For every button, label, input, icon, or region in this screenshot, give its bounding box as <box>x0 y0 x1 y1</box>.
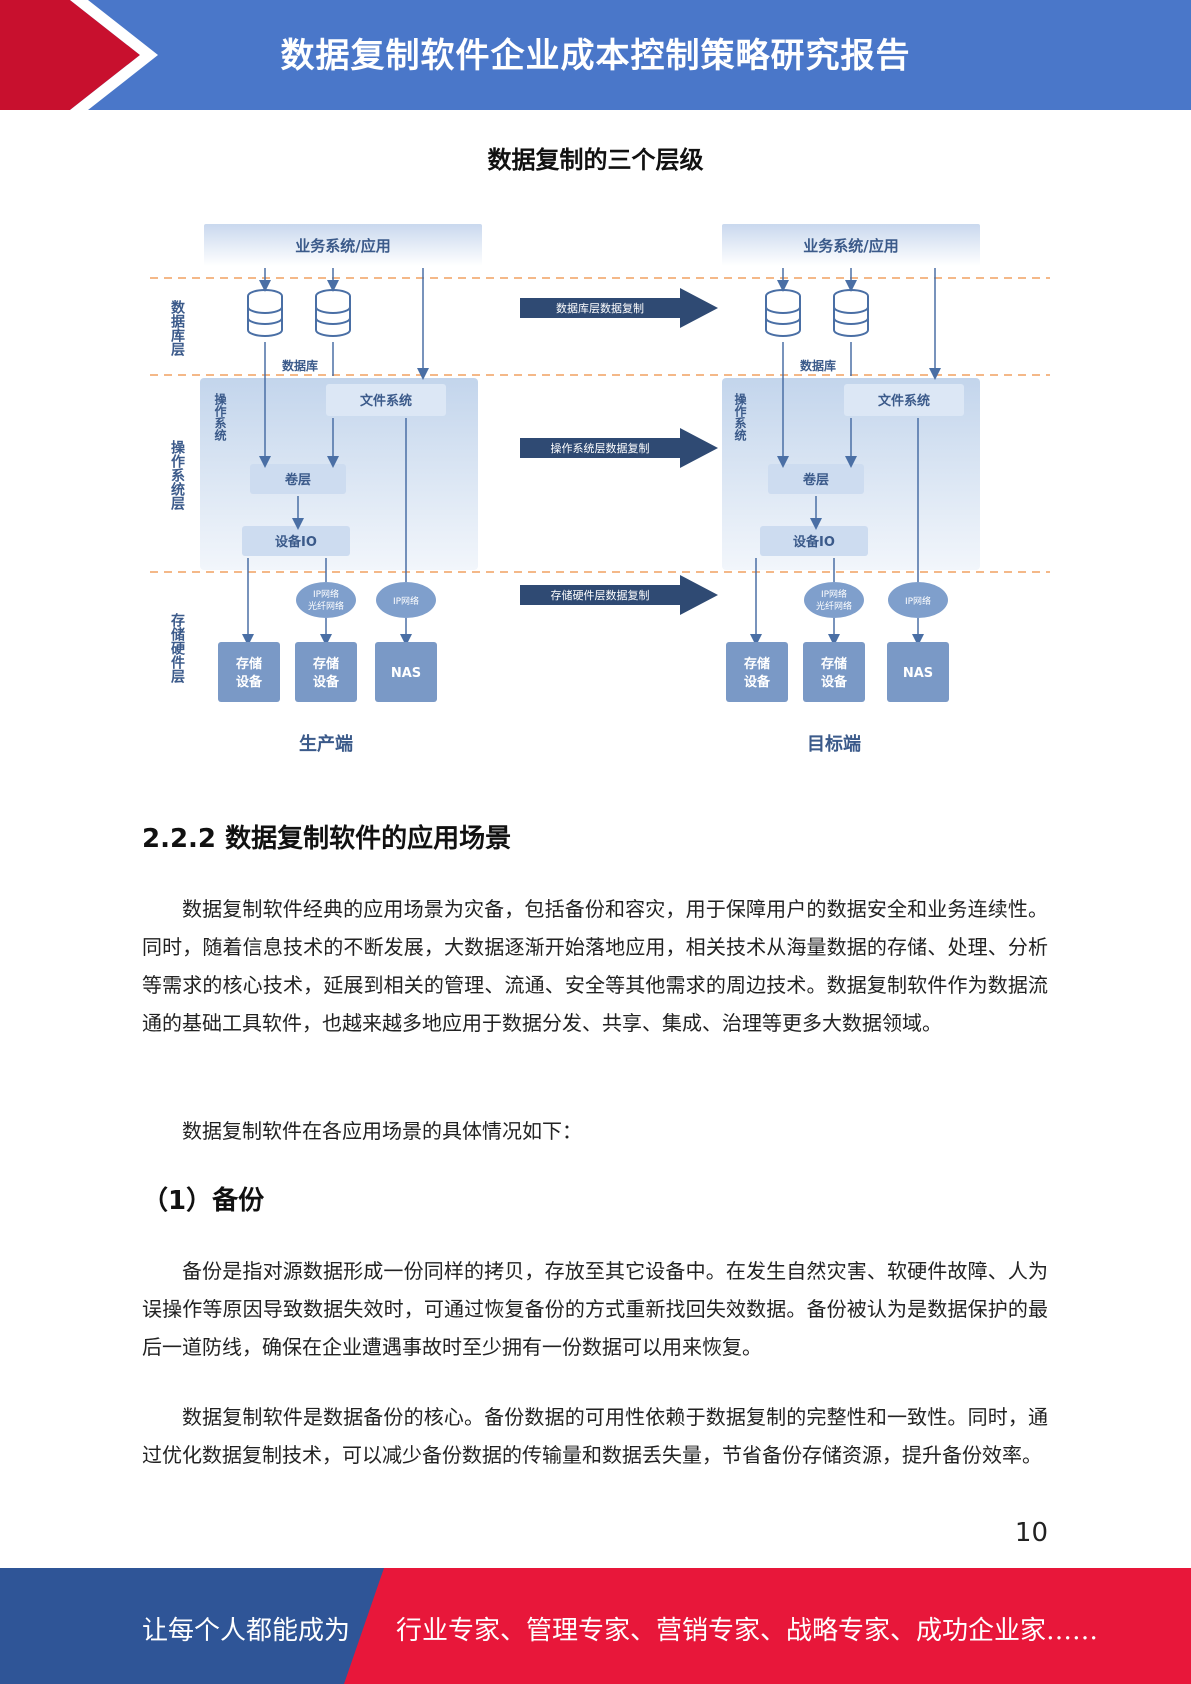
storage-label-line2: 设备 <box>313 674 340 690</box>
page-footer: 让每个人都能成为 行业专家、管理专家、营销专家、战略专家、成功企业家…… <box>0 1568 1191 1684</box>
nas-label-left: NAS <box>391 666 421 681</box>
footer-slogan-left: 让每个人都能成为 <box>142 1616 351 1646</box>
nas-box <box>887 642 949 702</box>
storage-label-line1: 存储 <box>313 656 339 672</box>
os-label-left: 操作系统 <box>213 392 227 442</box>
network-cloud-icon: IP网络 <box>376 582 436 618</box>
replication-layers-diagram: 数据库层 操作系统层 存储硬件层 业务系统/应用 操作系统 数据库 文件系统 卷… <box>150 224 1050 755</box>
replication-arrow: 操作系统层数据复制 <box>520 428 718 468</box>
layer-label-db: 数据库层 <box>169 299 185 357</box>
storage-device-box <box>803 642 865 702</box>
section-heading: 2.2.2 数据复制软件的应用场景 <box>142 824 512 854</box>
fs-label-right: 文件系统 <box>878 393 930 409</box>
fs-label-left: 文件系统 <box>360 393 412 409</box>
target-side: 业务系统/应用 操作系统 数据库 文件系统 卷层 设备IO IP <box>722 224 980 755</box>
producer-side: 业务系统/应用 操作系统 数据库 文件系统 卷层 设备IO <box>200 224 482 755</box>
storage-label-line2: 设备 <box>821 674 848 690</box>
cloud-ip-label-right: IP网络 <box>821 588 847 600</box>
paragraph-2: 数据复制软件在各应用场景的具体情况如下： <box>182 1119 582 1143</box>
storage-label-line2: 设备 <box>236 674 263 690</box>
device-io-label-right: 设备IO <box>793 534 835 550</box>
storage-label-line1: 存储 <box>821 656 847 672</box>
device-io-label-left: 设备IO <box>275 534 317 550</box>
nas-box <box>375 642 437 702</box>
layer-label-os: 操作系统层 <box>169 439 185 511</box>
storage-label-line1: 存储 <box>236 656 262 672</box>
os-label-right: 操作系统 <box>733 392 747 442</box>
database-icon <box>765 289 869 337</box>
replication-arrow: 存储硬件层数据复制 <box>520 575 718 615</box>
layer-label-hw: 存储硬件层 <box>169 612 186 684</box>
db-label-left: 数据库 <box>282 358 318 373</box>
storage-device-box <box>218 642 280 702</box>
paragraph-4: 数据复制软件是数据备份的核心。备份数据的可用性依赖于数据复制的完整性和一致性。同… <box>142 1405 1048 1467</box>
db-label-right: 数据库 <box>800 358 836 373</box>
producer-label: 生产端 <box>299 733 353 755</box>
volume-label-left: 卷层 <box>285 472 311 488</box>
network-cloud-icon: IP网络 光纤网络 <box>804 582 864 618</box>
cloud-ip-only-label-left: IP网络 <box>393 595 419 607</box>
arrow-os-label: 操作系统层数据复制 <box>551 441 650 455</box>
cloud-fc-label-left: 光纤网络 <box>308 600 344 612</box>
arrow-db-label: 数据库层数据复制 <box>556 301 644 315</box>
app-box-label-right: 业务系统/应用 <box>803 237 898 255</box>
database-icon <box>247 289 351 337</box>
page-header: 数据复制软件企业成本控制策略研究报告 <box>0 0 1191 110</box>
header-banner-shape <box>0 0 1191 110</box>
figure-title: 数据复制的三个层级 <box>487 146 704 174</box>
network-cloud-icon: IP网络 <box>888 582 948 618</box>
nas-label-right: NAS <box>903 666 933 681</box>
replication-arrow: 数据库层数据复制 <box>520 288 718 328</box>
app-box-label-left: 业务系统/应用 <box>295 237 390 255</box>
storage-device-box <box>726 642 788 702</box>
footer-banner-shape <box>0 1568 1191 1684</box>
subsection-heading: （1）备份 <box>142 1186 265 1216</box>
cloud-ip-only-label-right: IP网络 <box>905 595 931 607</box>
storage-label-line1: 存储 <box>744 656 770 672</box>
page-number: 10 <box>1014 1518 1048 1548</box>
footer-slogan-right: 行业专家、管理专家、营销专家、战略专家、成功企业家…… <box>396 1616 1099 1646</box>
paragraph-3: 备份是指对源数据形成一份同样的拷贝，存放至其它设备中。在发生自然灾害、软硬件故障… <box>142 1259 1048 1359</box>
volume-label-right: 卷层 <box>803 472 829 488</box>
cloud-fc-label-right: 光纤网络 <box>816 600 852 612</box>
arrow-hw-label: 存储硬件层数据复制 <box>551 588 650 602</box>
report-title: 数据复制软件企业成本控制策略研究报告 <box>280 36 911 76</box>
paragraph-1: 数据复制软件经典的应用场景为灾备，包括备份和容灾，用于保障用户的数据安全和业务连… <box>142 897 1048 1035</box>
target-label: 目标端 <box>807 733 861 755</box>
storage-device-box <box>295 642 357 702</box>
cloud-ip-label-left: IP网络 <box>313 588 339 600</box>
network-cloud-icon: IP网络 光纤网络 <box>296 582 356 618</box>
storage-label-line2: 设备 <box>744 674 771 690</box>
